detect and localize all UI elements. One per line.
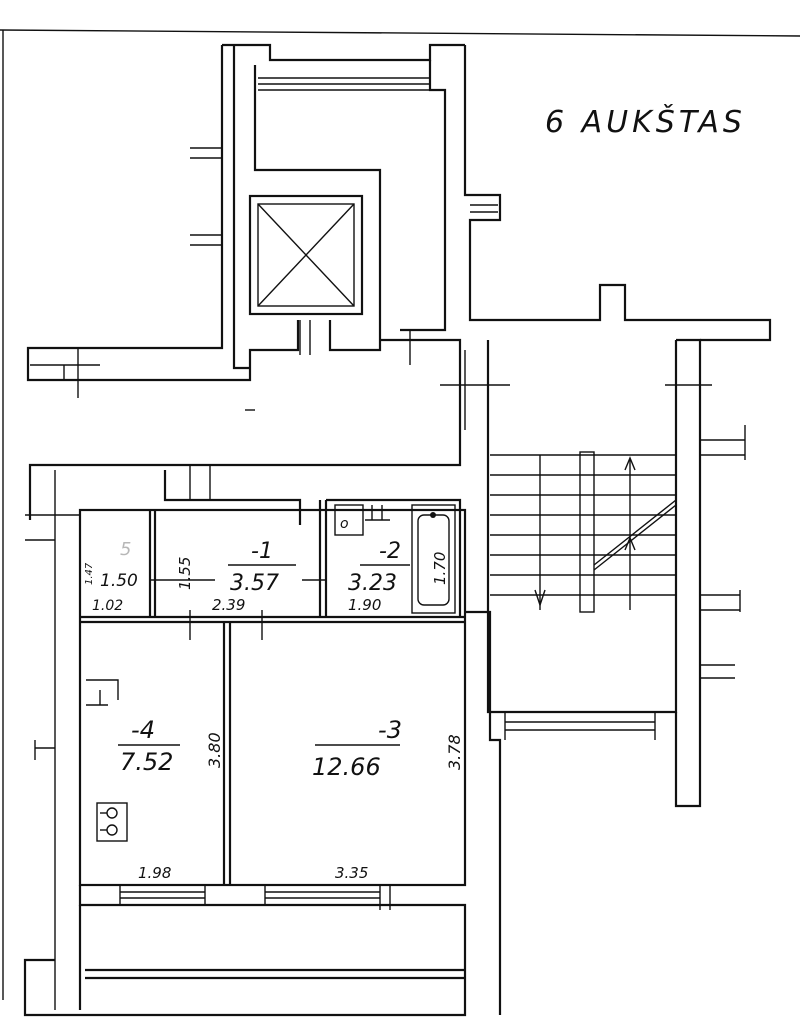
kitchen-fixtures	[86, 679, 128, 842]
svg-text:o: o	[340, 516, 349, 532]
room-2-height: 1.70	[431, 552, 449, 585]
svg-text:-1: -1	[251, 539, 273, 564]
elevator-shaft	[248, 194, 364, 355]
balcony	[23, 610, 502, 1017]
room-3-height: 3.78	[445, 734, 464, 770]
room-3-label: -3 12.66 3.35 3.78	[312, 716, 464, 882]
room-2-area: 3.23	[348, 571, 397, 596]
room-4-height: 3.80	[205, 732, 224, 768]
room-5-width: 1.02	[92, 598, 123, 614]
floor-title: 6 AUKŠTAS	[545, 103, 746, 140]
page-top-border	[0, 29, 800, 37]
room-2-label: -2 3.23 1.90 1.70	[348, 539, 449, 614]
room-1-label: -1 3.57 2.39 1.55	[150, 539, 326, 614]
room-3-width: 3.35	[335, 864, 368, 882]
svg-text:-3: -3	[378, 716, 402, 744]
room-3-id: 3	[387, 716, 402, 744]
room-5-height: 1.47	[84, 562, 95, 585]
room-2-width: 1.90	[348, 596, 381, 614]
room-4-area: 7.52	[120, 748, 173, 776]
room-4-label: -4 7.52 1.98 3.80	[118, 716, 224, 882]
room-1-height: 1.55	[176, 557, 194, 590]
landing-walls	[28, 330, 510, 1010]
room-2-id: 2	[387, 539, 401, 564]
room-3-area: 12.66	[312, 753, 381, 781]
room-5-id: 5	[120, 539, 131, 560]
bottom-windows	[119, 885, 391, 910]
upper-corridor-walls	[26, 43, 772, 398]
room-4-id: 4	[140, 716, 155, 744]
room-1-width: 2.39	[212, 596, 245, 614]
room-5-area: 1.50	[100, 571, 138, 591]
room-1-id: 1	[259, 539, 273, 564]
svg-text:-2: -2	[379, 539, 401, 564]
bathroom-fixtures: o	[334, 504, 456, 614]
apartment-walls	[25, 465, 467, 887]
room-1-area: 3.57	[230, 571, 279, 596]
svg-text:-4: -4	[131, 716, 155, 744]
room-5-label: 5 1.50 1.02 1.47	[84, 539, 138, 614]
staircase	[486, 338, 746, 808]
room-4-width: 1.98	[138, 864, 171, 882]
